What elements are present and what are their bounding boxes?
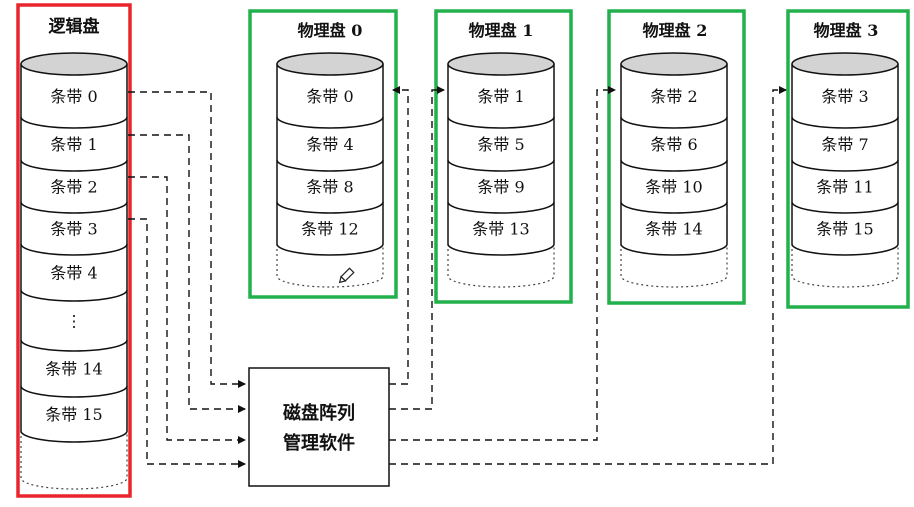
physical-disk-0-highlight-frame <box>248 9 398 299</box>
logical-disk-top <box>20 52 128 76</box>
logical-disk-title: 逻辑盘 <box>49 16 100 37</box>
connector-controller-to-disk3 <box>389 86 787 465</box>
physical-disk-1-cylinder: 条带 1 条带 5 条带 9 条带 13 <box>447 52 555 288</box>
logical-disk-band-edge <box>20 289 128 302</box>
logical-disk-band-edge <box>20 339 128 352</box>
physical-disk-1-empty-region <box>447 244 555 288</box>
physical-disk-2-top <box>620 52 728 76</box>
physical-disk-3-stripe-label: 条带 7 <box>821 135 868 154</box>
physical-disk-3: 物理盘 3 条带 3 条带 7 条带 11 条带 15 <box>786 9 910 309</box>
connector-stripe0-to-controller <box>128 91 246 388</box>
physical-disk-0-band-edge <box>276 201 384 214</box>
physical-disk-1-highlight-frame <box>434 9 573 304</box>
controller-label-line2: 管理软件 <box>283 432 355 454</box>
logical-disk-stripe-label: 条带 0 <box>50 87 97 106</box>
physical-disk-3-title: 物理盘 3 <box>814 21 879 40</box>
logical-disk-stripe-label: 条带 1 <box>50 135 97 154</box>
physical-disk-0-stripe-label: 条带 4 <box>306 135 353 154</box>
physical-disk-1-top <box>447 52 555 76</box>
logical-disk-stripe-label: ⋮ <box>66 312 82 331</box>
raid-controller-box <box>248 367 390 487</box>
physical-disk-2-stripe-label: 条带 6 <box>650 135 697 154</box>
physical-disk-3-top <box>791 52 899 76</box>
logical-disk-band-edge <box>20 201 128 214</box>
physical-disk-2-stripe-label: 条带 14 <box>645 220 702 239</box>
physical-disk-0-stripe-label: 条带 8 <box>306 178 353 197</box>
physical-disk-2-title: 物理盘 2 <box>643 21 708 40</box>
physical-disk-3-stripe-label: 条带 11 <box>816 178 873 197</box>
logical-disk-band-edge <box>20 116 128 129</box>
logical-disk: 逻辑盘 条带 0 条带 1 条带 2 条带 3 条带 4 ⋮ 条带 14 条带 15 <box>16 3 132 498</box>
physical-disk-0-band-edge <box>276 243 384 256</box>
physical-disk-2: 物理盘 2 条带 2 条带 6 条带 10 条带 14 <box>607 9 746 305</box>
pencil-icon <box>338 267 355 284</box>
physical-disk-1-title: 物理盘 1 <box>469 21 534 40</box>
physical-disk-1-stripe-label: 条带 9 <box>477 178 524 197</box>
physical-disk-3-band-edge <box>791 201 899 214</box>
logical-disk-band-edge <box>20 385 128 398</box>
physical-disk-0-band-edge <box>276 159 384 172</box>
physical-disk-1-band-edge <box>447 159 555 172</box>
physical-disk-2-highlight-frame <box>607 9 746 305</box>
controller-label-line1: 磁盘阵列 <box>283 402 355 424</box>
physical-disk-3-stripe-label: 条带 15 <box>816 220 873 239</box>
physical-disk-0-cylinder: 条带 0 条带 4 条带 8 条带 12 <box>276 52 384 288</box>
physical-disk-3-cylinder: 条带 3 条带 7 条带 11 条带 15 <box>791 52 899 288</box>
raid-controller: 磁盘阵列 管理软件 <box>248 367 390 487</box>
physical-disk-1-band-edge <box>447 243 555 256</box>
physical-disk-0-title: 物理盘 0 <box>298 21 363 40</box>
logical-disk-stripe-label: 条带 3 <box>50 220 97 239</box>
logical-disk-band-edge <box>20 243 128 256</box>
physical-disk-2-band-edge <box>620 116 728 129</box>
connector-stripe3-to-controller <box>128 218 246 468</box>
physical-disk-1-stripe-label: 条带 13 <box>472 220 529 239</box>
logical-disk-band-edge <box>20 430 128 443</box>
physical-disk-0-empty-region <box>276 244 384 288</box>
logical-disk-stripe-label: 条带 4 <box>50 264 97 283</box>
physical-disk-2-band-edge <box>620 159 728 172</box>
physical-disk-1-stripe-label: 条带 5 <box>477 135 524 154</box>
physical-disk-1: 物理盘 1 条带 1 条带 5 条带 9 条带 13 <box>434 9 573 304</box>
logical-disk-stripe-label: 条带 2 <box>50 178 97 197</box>
physical-disk-1-stripe-label: 条带 1 <box>477 87 524 106</box>
physical-disk-0-top <box>276 52 384 76</box>
physical-disk-2-band-edge <box>620 201 728 214</box>
connector-stripe1-to-controller <box>128 134 246 413</box>
physical-disk-2-stripe-label: 条带 2 <box>650 87 697 106</box>
physical-disk-3-band-edge <box>791 243 899 256</box>
physical-disk-3-stripe-label: 条带 3 <box>821 87 868 106</box>
physical-disk-2-cylinder: 条带 2 条带 6 条带 10 条带 14 <box>620 52 728 288</box>
logical-disk-stripe-label: 条带 15 <box>45 405 102 424</box>
physical-disk-2-band-edge <box>620 243 728 256</box>
physical-disk-2-empty-region <box>620 244 728 288</box>
connector-controller-to-disk0 <box>389 86 409 385</box>
logical-disk-cylinder: 条带 0 条带 1 条带 2 条带 3 条带 4 ⋮ 条带 14 条带 15 <box>20 52 128 490</box>
physical-disk-3-empty-region <box>791 244 899 288</box>
logical-disk-empty-region <box>20 431 128 490</box>
physical-disk-2-stripe-label: 条带 10 <box>645 178 702 197</box>
physical-disk-0-band-edge <box>276 116 384 129</box>
connector-stripe2-to-controller <box>128 176 246 444</box>
logical-disk-band-edge <box>20 159 128 172</box>
physical-disk-3-band-edge <box>791 116 899 129</box>
physical-disk-3-band-edge <box>791 159 899 172</box>
physical-disk-0-stripe-label: 条带 0 <box>306 87 353 106</box>
physical-disk-1-band-edge <box>447 116 555 129</box>
physical-disk-1-band-edge <box>447 201 555 214</box>
logical-disk-highlight-frame <box>16 3 132 498</box>
connector-controller-to-disk2 <box>389 86 616 441</box>
physical-disk-3-highlight-frame <box>786 9 910 309</box>
physical-disk-0: 物理盘 0 条带 0 条带 4 条带 8 条带 12 <box>248 9 398 299</box>
connectors <box>128 86 787 468</box>
physical-disk-0-stripe-label: 条带 12 <box>301 220 358 239</box>
logical-disk-stripe-label: 条带 14 <box>45 360 102 379</box>
